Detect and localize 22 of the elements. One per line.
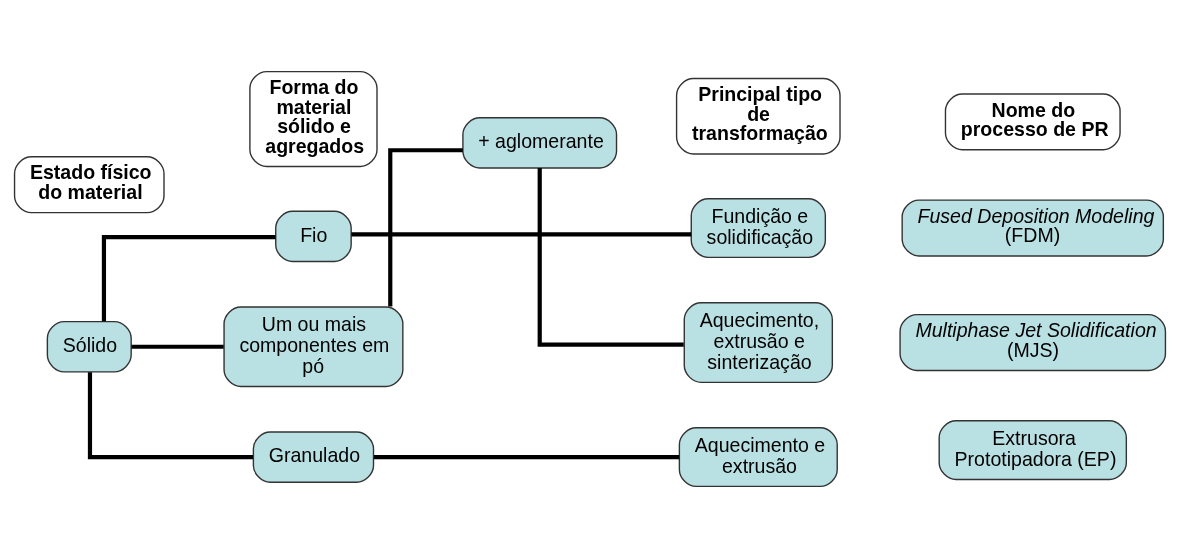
connector [87,372,253,460]
connector [537,167,684,347]
node-box: Fundição e solidificação [690,198,827,259]
connector [351,232,692,237]
node-box: Aquecimento, extrusão e sinterização [683,302,834,384]
node-box: Principal tipo de transformação [675,77,841,155]
node-box: Aquecimento e extrusão [678,427,838,488]
node-box: Forma do material sólido e agregados [249,70,378,168]
connector [101,235,276,322]
node-box: Um ou mais componentes em pó [223,306,404,388]
node-box: + aglomerante [462,117,618,169]
node-box: Sólido [46,320,132,373]
connector [131,344,224,349]
node-box: Granulado [252,431,375,483]
node-box: Fused Deposition Modeling (FDM) [901,199,1165,257]
connector [373,455,680,460]
node-box: Fio [275,210,352,263]
node-box: Nome do processo de PR [944,93,1121,151]
connector [388,148,463,307]
node-box: Multiphase Jet Solidification (MJS) [899,313,1167,372]
node-box: Estado físico do material [13,156,165,214]
node-box: Extrusora Prototipadora (EP) [938,420,1128,481]
